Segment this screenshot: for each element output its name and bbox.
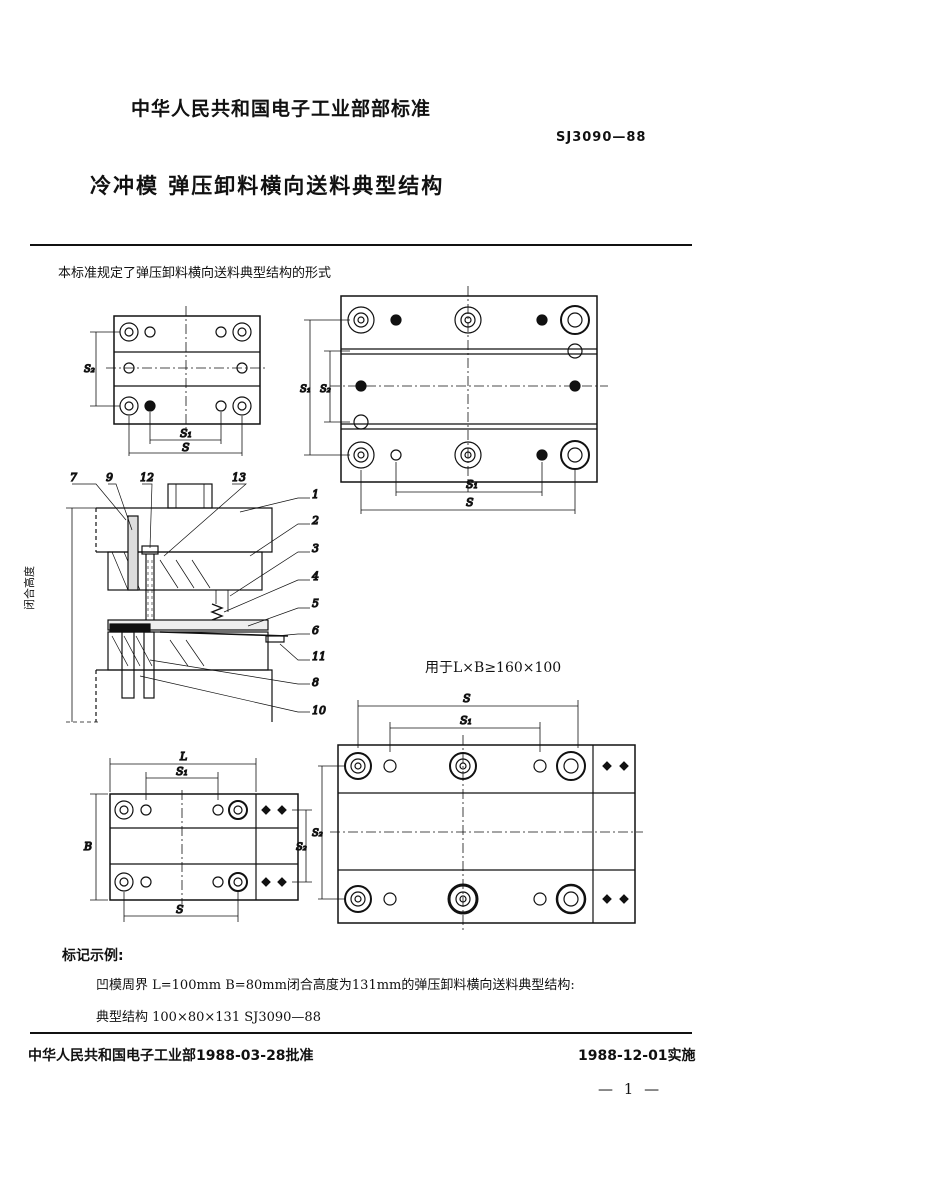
dim-s-d: S xyxy=(463,692,471,705)
dim-b-c: B xyxy=(83,840,92,853)
dim-s-a: S xyxy=(182,441,190,454)
effective-date: 1988-12-01实施 xyxy=(578,1048,696,1064)
dim-l-c: L xyxy=(179,750,187,763)
plan-view-small-top xyxy=(90,306,266,456)
standard-number: SJ3090—88 xyxy=(556,130,647,145)
dim-s-b: S xyxy=(466,496,474,509)
dim-s2-d: S₂ xyxy=(312,828,323,839)
part-label-5: 5 xyxy=(312,597,319,610)
dim-s2-b: S₂ xyxy=(320,384,331,395)
example-line-1: 凹模周界 L=100mm B=80mm闭合高度为131mm的弹压卸料横向送料典型… xyxy=(96,978,575,993)
dim-s-c: S xyxy=(176,903,184,916)
part-label-7: 7 xyxy=(70,471,77,484)
part-label-13: 13 xyxy=(232,471,246,484)
dim-s1-b: S₁ xyxy=(466,478,478,491)
part-label-10: 10 xyxy=(312,704,326,717)
part-label-1: 1 xyxy=(312,488,319,501)
dim-s1-a: S₁ xyxy=(180,427,192,440)
example-line-2: 典型结构 100×80×131 SJ3090—88 xyxy=(96,1010,321,1025)
approval-date: 中华人民共和国电子工业部1988-03-28批准 xyxy=(28,1048,314,1064)
part-label-6: 6 xyxy=(312,624,319,637)
part-label-12: 12 xyxy=(140,471,154,484)
dim-s1-d: S₁ xyxy=(460,714,472,727)
intro-text: 本标准规定了弹压卸料横向送料典型结构的形式 xyxy=(58,266,332,281)
part-label-11: 11 xyxy=(312,650,326,663)
document-title: 冷冲模 弹压卸料横向送料典型结构 xyxy=(90,174,445,198)
dim-s2-a: S₂ xyxy=(84,364,95,375)
footer-rule xyxy=(30,1032,692,1034)
page-number: — 1 — xyxy=(598,1080,663,1098)
part-label-3: 3 xyxy=(312,542,319,555)
closed-height-label: 闭合高度 xyxy=(22,566,36,610)
dim-s1-side: S₁ xyxy=(300,384,311,395)
part-label-4: 4 xyxy=(311,570,319,583)
plan-view-large-top xyxy=(304,286,608,514)
dim-s2-c: S₂ xyxy=(296,842,307,853)
header-rule xyxy=(30,244,692,246)
plan-view-small-bottom xyxy=(90,758,312,922)
section-view xyxy=(66,483,310,723)
part-label-9: 9 xyxy=(106,471,113,484)
part-label-2: 2 xyxy=(311,514,319,527)
example-heading: 标记示例: xyxy=(62,948,124,964)
plan-view-large-bottom xyxy=(318,700,643,932)
ministry-heading: 中华人民共和国电子工业部部标准 xyxy=(131,98,432,120)
dim-s1-c: S₁ xyxy=(176,765,188,778)
part-label-8: 8 xyxy=(312,676,319,689)
applicability-note: 用于L×B≥160×100 xyxy=(425,660,562,676)
